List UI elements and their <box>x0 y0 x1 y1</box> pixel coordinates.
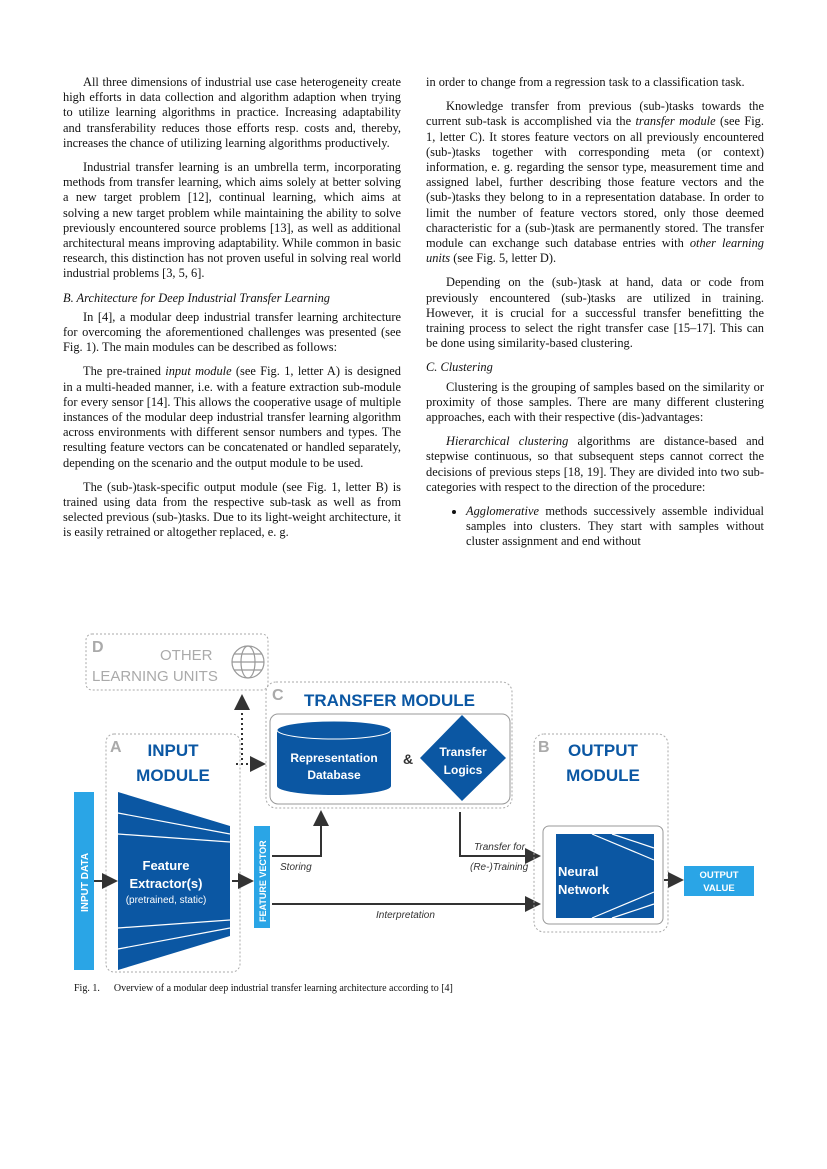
retraining-label: (Re-)Training <box>470 862 529 873</box>
c-title: TRANSFER MODULE <box>304 691 475 710</box>
ampersand: & <box>403 751 413 767</box>
fe-line2: Extractor(s) <box>130 876 203 891</box>
architecture-figure: D OTHER LEARNING UNITS C TRANSFER MODULE… <box>74 633 754 973</box>
paragraph: The pre-trained input module (see Fig. 1… <box>63 364 401 470</box>
out-line1: OUTPUT <box>699 870 738 881</box>
a-line1: INPUT <box>148 741 200 760</box>
bullet-list: Agglomerative methods successively assem… <box>426 504 764 550</box>
transfer-arrow <box>459 812 541 864</box>
transfer-module-box <box>265 681 513 809</box>
b-line2: MODULE <box>566 766 640 785</box>
other-learning-units-box <box>85 633 269 691</box>
db-line1: Representation <box>290 751 377 765</box>
paragraph: Depending on the (sub-)task at hand, dat… <box>426 275 764 351</box>
figure-caption: Fig. 1. Overview of a modular deep indust… <box>74 983 453 994</box>
input-module-box <box>105 733 241 973</box>
neural-network-stripes <box>591 833 655 919</box>
text: algorithms are distance-based and stepwi… <box>426 434 764 494</box>
paragraph: Hierarchical clustering algorithms are d… <box>426 434 764 495</box>
text: (see Fig. 5, letter D). <box>450 251 557 266</box>
emphasis: other learning units <box>426 236 764 266</box>
feature-vector-bar <box>254 826 270 928</box>
c-letter: C <box>272 687 284 704</box>
paragraph: All three dimensions of industrial use c… <box>63 75 401 150</box>
out-line2: VALUE <box>703 883 735 894</box>
emphasis: Hierarchical clustering <box>446 434 569 449</box>
neural-network <box>556 834 654 918</box>
nn-line2: Network <box>558 882 610 897</box>
paragraph: In [4], a modular deep industrial transf… <box>63 309 401 355</box>
d-label-line1: OTHER <box>160 647 213 664</box>
fe-line3: (pretrained, static) <box>126 895 207 906</box>
b-letter: B <box>538 739 550 756</box>
paragraph: Clustering is the grouping of samples ba… <box>426 379 764 425</box>
nn-line1: Neural <box>558 864 598 879</box>
tl-line2: Logics <box>444 763 483 777</box>
db-line2: Database <box>307 768 361 782</box>
fe-line1: Feature <box>143 858 190 873</box>
text: (see Fig. 1, letter A) is designed in a … <box>63 364 402 470</box>
paragraph: The (sub-)task-specific output module (s… <box>63 479 401 540</box>
left-column: All three dimensions of industrial use c… <box>63 75 401 550</box>
representation-database <box>276 720 392 795</box>
transfer-for-label: Transfer for <box>474 842 526 853</box>
paragraph: in order to change from a regression tas… <box>426 75 745 89</box>
feature-vector-label: FEATURE VECTOR <box>258 840 268 922</box>
emphasis: Agglomerative <box>466 504 539 519</box>
tl-line1: Transfer <box>439 745 487 759</box>
text: Knowledge transfer from previous (sub-)t… <box>426 99 764 129</box>
transfer-logics-diamond <box>420 715 506 801</box>
emphasis: input module <box>165 364 232 379</box>
b-line1: OUTPUT <box>568 741 639 760</box>
a-line2: MODULE <box>136 766 210 785</box>
caption-label: Fig. 1. <box>74 983 100 994</box>
paragraph: Industrial transfer learning is an umbre… <box>63 160 401 281</box>
feature-extractor-stripes <box>117 812 231 950</box>
input-data-label: INPUT DATA <box>80 853 91 912</box>
right-column: in order to change from a regression tas… <box>426 75 764 550</box>
section-heading-c: C. Clustering <box>426 360 493 375</box>
output-module-box <box>533 733 669 933</box>
d-label-line2: LEARNING UNITS <box>92 668 218 685</box>
text: (see Fig. 1, letter C). It stores featur… <box>426 114 764 251</box>
dotted-arrow-path <box>234 694 250 765</box>
output-value-box <box>684 866 754 896</box>
storing-arrow <box>272 810 329 857</box>
list-item: Agglomerative methods successively assem… <box>466 504 764 550</box>
storing-label: Storing <box>280 862 312 873</box>
text: methods successively assemble individual… <box>466 504 764 549</box>
text: The pre-trained <box>83 364 166 379</box>
emphasis: transfer module <box>635 114 716 129</box>
input-data-bar <box>74 792 94 970</box>
interpretation-label: Interpretation <box>376 910 435 921</box>
d-letter: D <box>92 639 104 656</box>
a-letter: A <box>110 739 122 756</box>
transfer-module-inner <box>269 713 511 805</box>
section-heading-b: B. Architecture for Deep Industrial Tran… <box>63 290 330 305</box>
caption-text: Overview of a modular deep industrial tr… <box>113 983 453 994</box>
output-module-inner <box>542 825 664 925</box>
globe-network-icon <box>231 645 265 679</box>
paragraph: Knowledge transfer from previous (sub-)t… <box>426 99 764 266</box>
